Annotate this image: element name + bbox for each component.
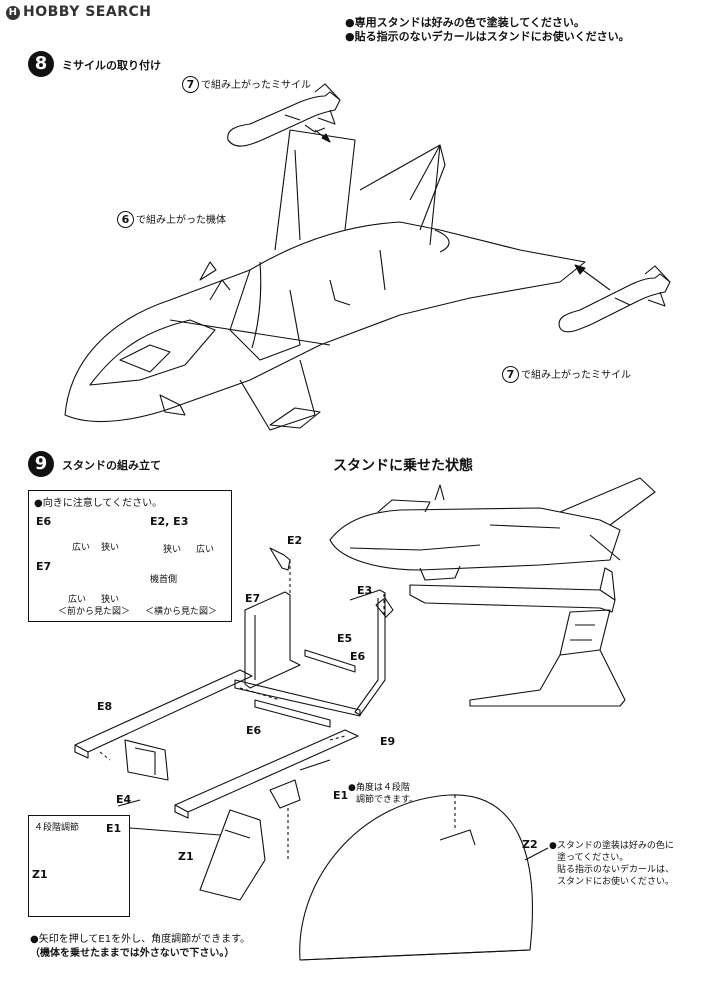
step-8-badge: 8 [28, 51, 54, 77]
orientation-e23-label: E2, E3 [150, 515, 189, 528]
missile-bottom-drawing [558, 264, 671, 333]
e23-narrow-label: 狭い [163, 545, 182, 555]
paint-note-line2: 塗ってください。 [557, 853, 629, 863]
part-label-e5: E5 [337, 632, 353, 645]
step-8-title: ミサイルの取り付け [62, 59, 161, 72]
paint-note-line3: 貼る指示のないデカールは、 [557, 865, 675, 875]
part-label-e8: E8 [97, 700, 113, 713]
step-9-badge: 9 [28, 451, 54, 477]
header-note-1: ●専用スタンドは好みの色で塗装してください。 [345, 16, 585, 29]
ref-7-icon: 7 [502, 366, 519, 383]
step-9-title: スタンドの組み立て [62, 459, 161, 472]
e7-narrow-label: 狭い [101, 595, 120, 605]
orientation-e6-label: E6 [36, 515, 52, 528]
watermark-text: HOBBY SEARCH [23, 4, 152, 20]
part-label-e4: E4 [116, 793, 132, 806]
adjust-box-title: ４段階調節 [34, 823, 80, 833]
part-label-e1: E1 [333, 789, 349, 802]
logo-icon: H [6, 6, 20, 20]
release-note-line2: （機体を乗せたままでは外さないで下さい。） [30, 948, 235, 959]
side-view-caption: ＜横から見た図＞ [145, 607, 218, 617]
angle-note-line2: 調節できます。 [356, 795, 419, 805]
angle-note-line1: ●角度は４段階 [348, 783, 410, 793]
adjust-box-e1: E1 [106, 822, 122, 835]
e23-wide-label: 広い [196, 545, 215, 555]
paint-note-line4: スタンドにお使いください。 [557, 877, 675, 887]
missile-top-drawing [227, 83, 341, 147]
part-label-e9: E9 [380, 735, 396, 748]
part-label-e3: E3 [357, 584, 373, 597]
mounted-stand-drawing [409, 567, 626, 707]
e6-narrow-label: 狭い [101, 543, 120, 553]
mounted-title: スタンドに乗せた状態 [333, 458, 473, 474]
ref-7-icon: 7 [182, 76, 199, 93]
part-label-e2: E2 [287, 534, 303, 547]
part-label-e6-left: E6 [246, 724, 262, 737]
nose-side-label: 機首側 [150, 575, 178, 585]
e6-wide-label: 広い [72, 543, 91, 553]
release-note-line1: ●矢印を押してE1を外し、角度調節ができます。 [30, 934, 251, 945]
orientation-e7-label: E7 [36, 560, 52, 573]
aircraft-body-drawing [64, 129, 586, 431]
front-view-caption: ＜前から見た図＞ [58, 607, 131, 617]
part-label-e6-right: E6 [350, 650, 366, 663]
part-label-e7: E7 [245, 592, 261, 605]
adjust-box-z1: Z1 [32, 868, 48, 881]
adjust-detail-box [28, 815, 130, 917]
part-label-z1: Z1 [178, 850, 194, 863]
e7-wide-label: 広い [68, 595, 87, 605]
orientation-box [28, 490, 232, 622]
header-note-2: ●貼る指示のないデカールはスタンドにお使いください。 [345, 30, 630, 43]
ref-6-icon: 6 [117, 211, 134, 228]
orientation-note: ●向きに注意してください。 [34, 498, 163, 509]
paint-note-line1: ●スタンドの塗装は好みの色に [549, 841, 674, 851]
exploded-stand-drawing [74, 547, 533, 961]
part-label-z2: Z2 [522, 838, 538, 851]
mounted-aircraft-drawing [329, 477, 656, 581]
